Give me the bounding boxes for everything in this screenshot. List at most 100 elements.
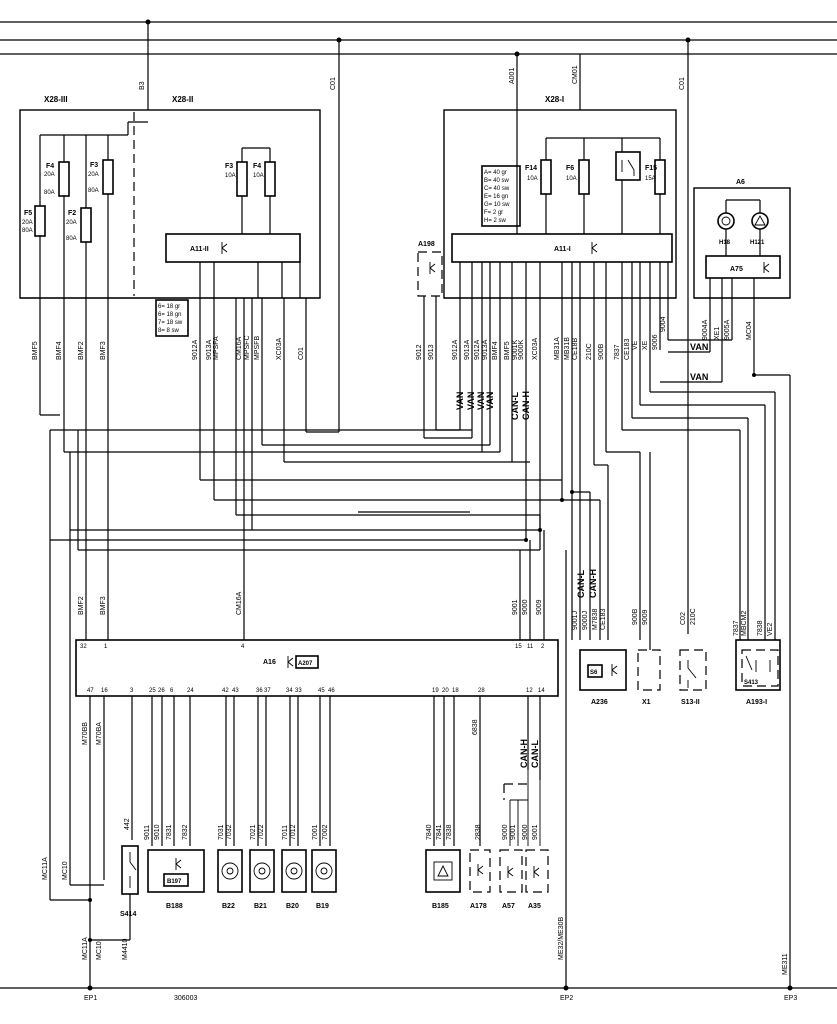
svg-text:11: 11 — [527, 644, 534, 650]
svg-text:BMF5: BMF5 — [504, 341, 511, 360]
svg-text:9001J: 9001J — [572, 611, 579, 630]
fuse-f2: F2 20A 80A — [66, 207, 92, 243]
svg-text:CE183: CE183 — [624, 338, 631, 360]
svg-text:A236: A236 — [591, 699, 608, 706]
svg-text:37: 37 — [264, 688, 271, 694]
svg-text:X1: X1 — [642, 699, 651, 706]
top-rails — [0, 19, 837, 57]
svg-text:9011: 9011 — [144, 825, 151, 840]
svg-text:M7838: M7838 — [592, 608, 599, 630]
svg-text:A11-I: A11-I — [554, 246, 571, 253]
svg-text:F= 2 gr: F= 2 gr — [484, 210, 503, 216]
svg-text:B= 40 sw: B= 40 sw — [484, 178, 510, 184]
svg-text:CM16A: CM16A — [236, 591, 243, 615]
svg-text:ME32/ME30B: ME32/ME30B — [558, 916, 565, 960]
fuse-box-x28-i: X28-I F14 10A F6 10A F15 15A — [443, 95, 677, 299]
svg-text:F3: F3 — [90, 162, 98, 169]
svg-text:10A: 10A — [253, 173, 264, 179]
svg-text:F4: F4 — [253, 163, 261, 170]
svg-text:CE183: CE183 — [600, 608, 607, 630]
a16-bottom-pins: 47 16 3 25 26 6 24 42 43 36 37 34 33 45 … — [87, 688, 545, 694]
svg-text:VAN: VAN — [485, 392, 495, 410]
svg-text:20A: 20A — [88, 172, 99, 178]
fuse-f3-left: F3 20A 80A — [88, 159, 114, 195]
svg-text:9012A: 9012A — [474, 339, 481, 360]
left-harness: BMF5 BMF4 BMF2 BMF3 9012A 9013A MPSFA CM… — [32, 298, 562, 640]
svg-text:26: 26 — [158, 688, 165, 694]
svg-text:A198: A198 — [418, 241, 435, 248]
svg-text:VE2: VE2 — [767, 623, 774, 636]
svg-text:20A: 20A — [44, 172, 55, 178]
svg-text:9000: 9000 — [502, 824, 509, 840]
injector-b19: B19 — [311, 849, 337, 910]
svg-text:MC11A: MC11A — [82, 937, 89, 960]
svg-text:XE: XE — [642, 340, 649, 350]
svg-text:12: 12 — [526, 688, 533, 694]
svg-text:A75: A75 — [730, 266, 743, 273]
svg-text:7022: 7022 — [258, 824, 265, 840]
svg-text:7831: 7831 — [166, 824, 173, 840]
svg-text:7032: 7032 — [226, 824, 233, 840]
svg-text:47: 47 — [87, 688, 94, 694]
svg-text:MC10: MC10 — [96, 941, 103, 960]
svg-text:9013A: 9013A — [464, 339, 471, 360]
svg-text:A16: A16 — [263, 659, 276, 666]
svg-text:9009: 9009 — [536, 599, 543, 615]
wire-bmf3: BMF3 — [100, 341, 107, 360]
svg-text:10A: 10A — [566, 176, 577, 182]
connector-x28-ii: X28-II — [172, 95, 193, 104]
svg-text:MB31A: MB31A — [554, 337, 561, 360]
svg-text:VAN: VAN — [690, 342, 708, 352]
svg-text:A207: A207 — [298, 661, 313, 667]
ground-point-ep1: EP1 — [84, 995, 97, 1002]
svg-text:VAN: VAN — [466, 392, 476, 410]
svg-text:7837: 7837 — [614, 344, 621, 360]
relay-x28-i — [615, 151, 641, 181]
svg-text:M70BA: M70BA — [96, 722, 103, 745]
svg-text:6: 6 — [170, 688, 174, 694]
svg-text:42: 42 — [222, 688, 229, 694]
svg-text:15: 15 — [515, 644, 522, 650]
module-a57: A57 — [499, 849, 523, 910]
svg-text:9000: 9000 — [522, 824, 529, 840]
svg-text:B20: B20 — [286, 903, 299, 910]
svg-text:B21: B21 — [254, 903, 267, 910]
svg-text:MBCM2: MBCM2 — [741, 611, 748, 636]
color-legend-left: 6= 18 gr 6= 18 gn 7= 18 sw 8= 8 sw — [155, 299, 189, 337]
svg-text:B22: B22 — [222, 903, 235, 910]
svg-text:7838: 7838 — [757, 620, 764, 636]
svg-text:80A: 80A — [44, 190, 55, 196]
svg-text:2: 2 — [541, 644, 545, 650]
svg-text:9012A: 9012A — [192, 339, 199, 360]
svg-text:9013A: 9013A — [482, 339, 489, 360]
svg-text:CAN-H: CAN-H — [519, 739, 529, 768]
svg-text:7840: 7840 — [426, 824, 433, 840]
svg-text:CAN-L: CAN-L — [530, 740, 540, 768]
module-a6: A6 H18 H121 A75 9004A XE1 9005A MC04 — [668, 179, 791, 382]
svg-text:7001: 7001 — [312, 824, 319, 840]
svg-text:20: 20 — [442, 688, 449, 694]
svg-text:A35: A35 — [528, 903, 541, 910]
svg-text:F3: F3 — [225, 163, 233, 170]
svg-text:M4410: M4410 — [122, 938, 129, 960]
connector-x1: X1 900B 9009 — [632, 452, 661, 706]
svg-text:6838: 6838 — [472, 719, 479, 735]
svg-text:A11-II: A11-II — [190, 246, 209, 253]
fuse-f14: F14 10A — [525, 159, 552, 195]
module-a178: A178 — [469, 849, 491, 910]
module-a11-ii: A11-II — [165, 233, 301, 263]
svg-text:9006: 9006 — [652, 334, 659, 350]
module-a35: A35 — [525, 849, 549, 910]
svg-text:28: 28 — [478, 688, 485, 694]
svg-text:19: 19 — [432, 688, 439, 694]
svg-text:4: 4 — [241, 644, 245, 650]
svg-text:9010: 9010 — [154, 824, 161, 840]
svg-text:9001K: 9001K — [512, 339, 519, 360]
svg-text:A= 40 gr: A= 40 gr — [484, 170, 507, 176]
svg-text:9001: 9001 — [532, 824, 539, 840]
svg-text:ME311: ME311 — [782, 953, 789, 975]
svg-text:C= 40 sw: C= 40 sw — [484, 186, 510, 192]
svg-text:BMF3: BMF3 — [100, 596, 107, 615]
svg-text:9001: 9001 — [512, 599, 519, 615]
svg-text:6= 18 gn: 6= 18 gn — [158, 312, 182, 318]
